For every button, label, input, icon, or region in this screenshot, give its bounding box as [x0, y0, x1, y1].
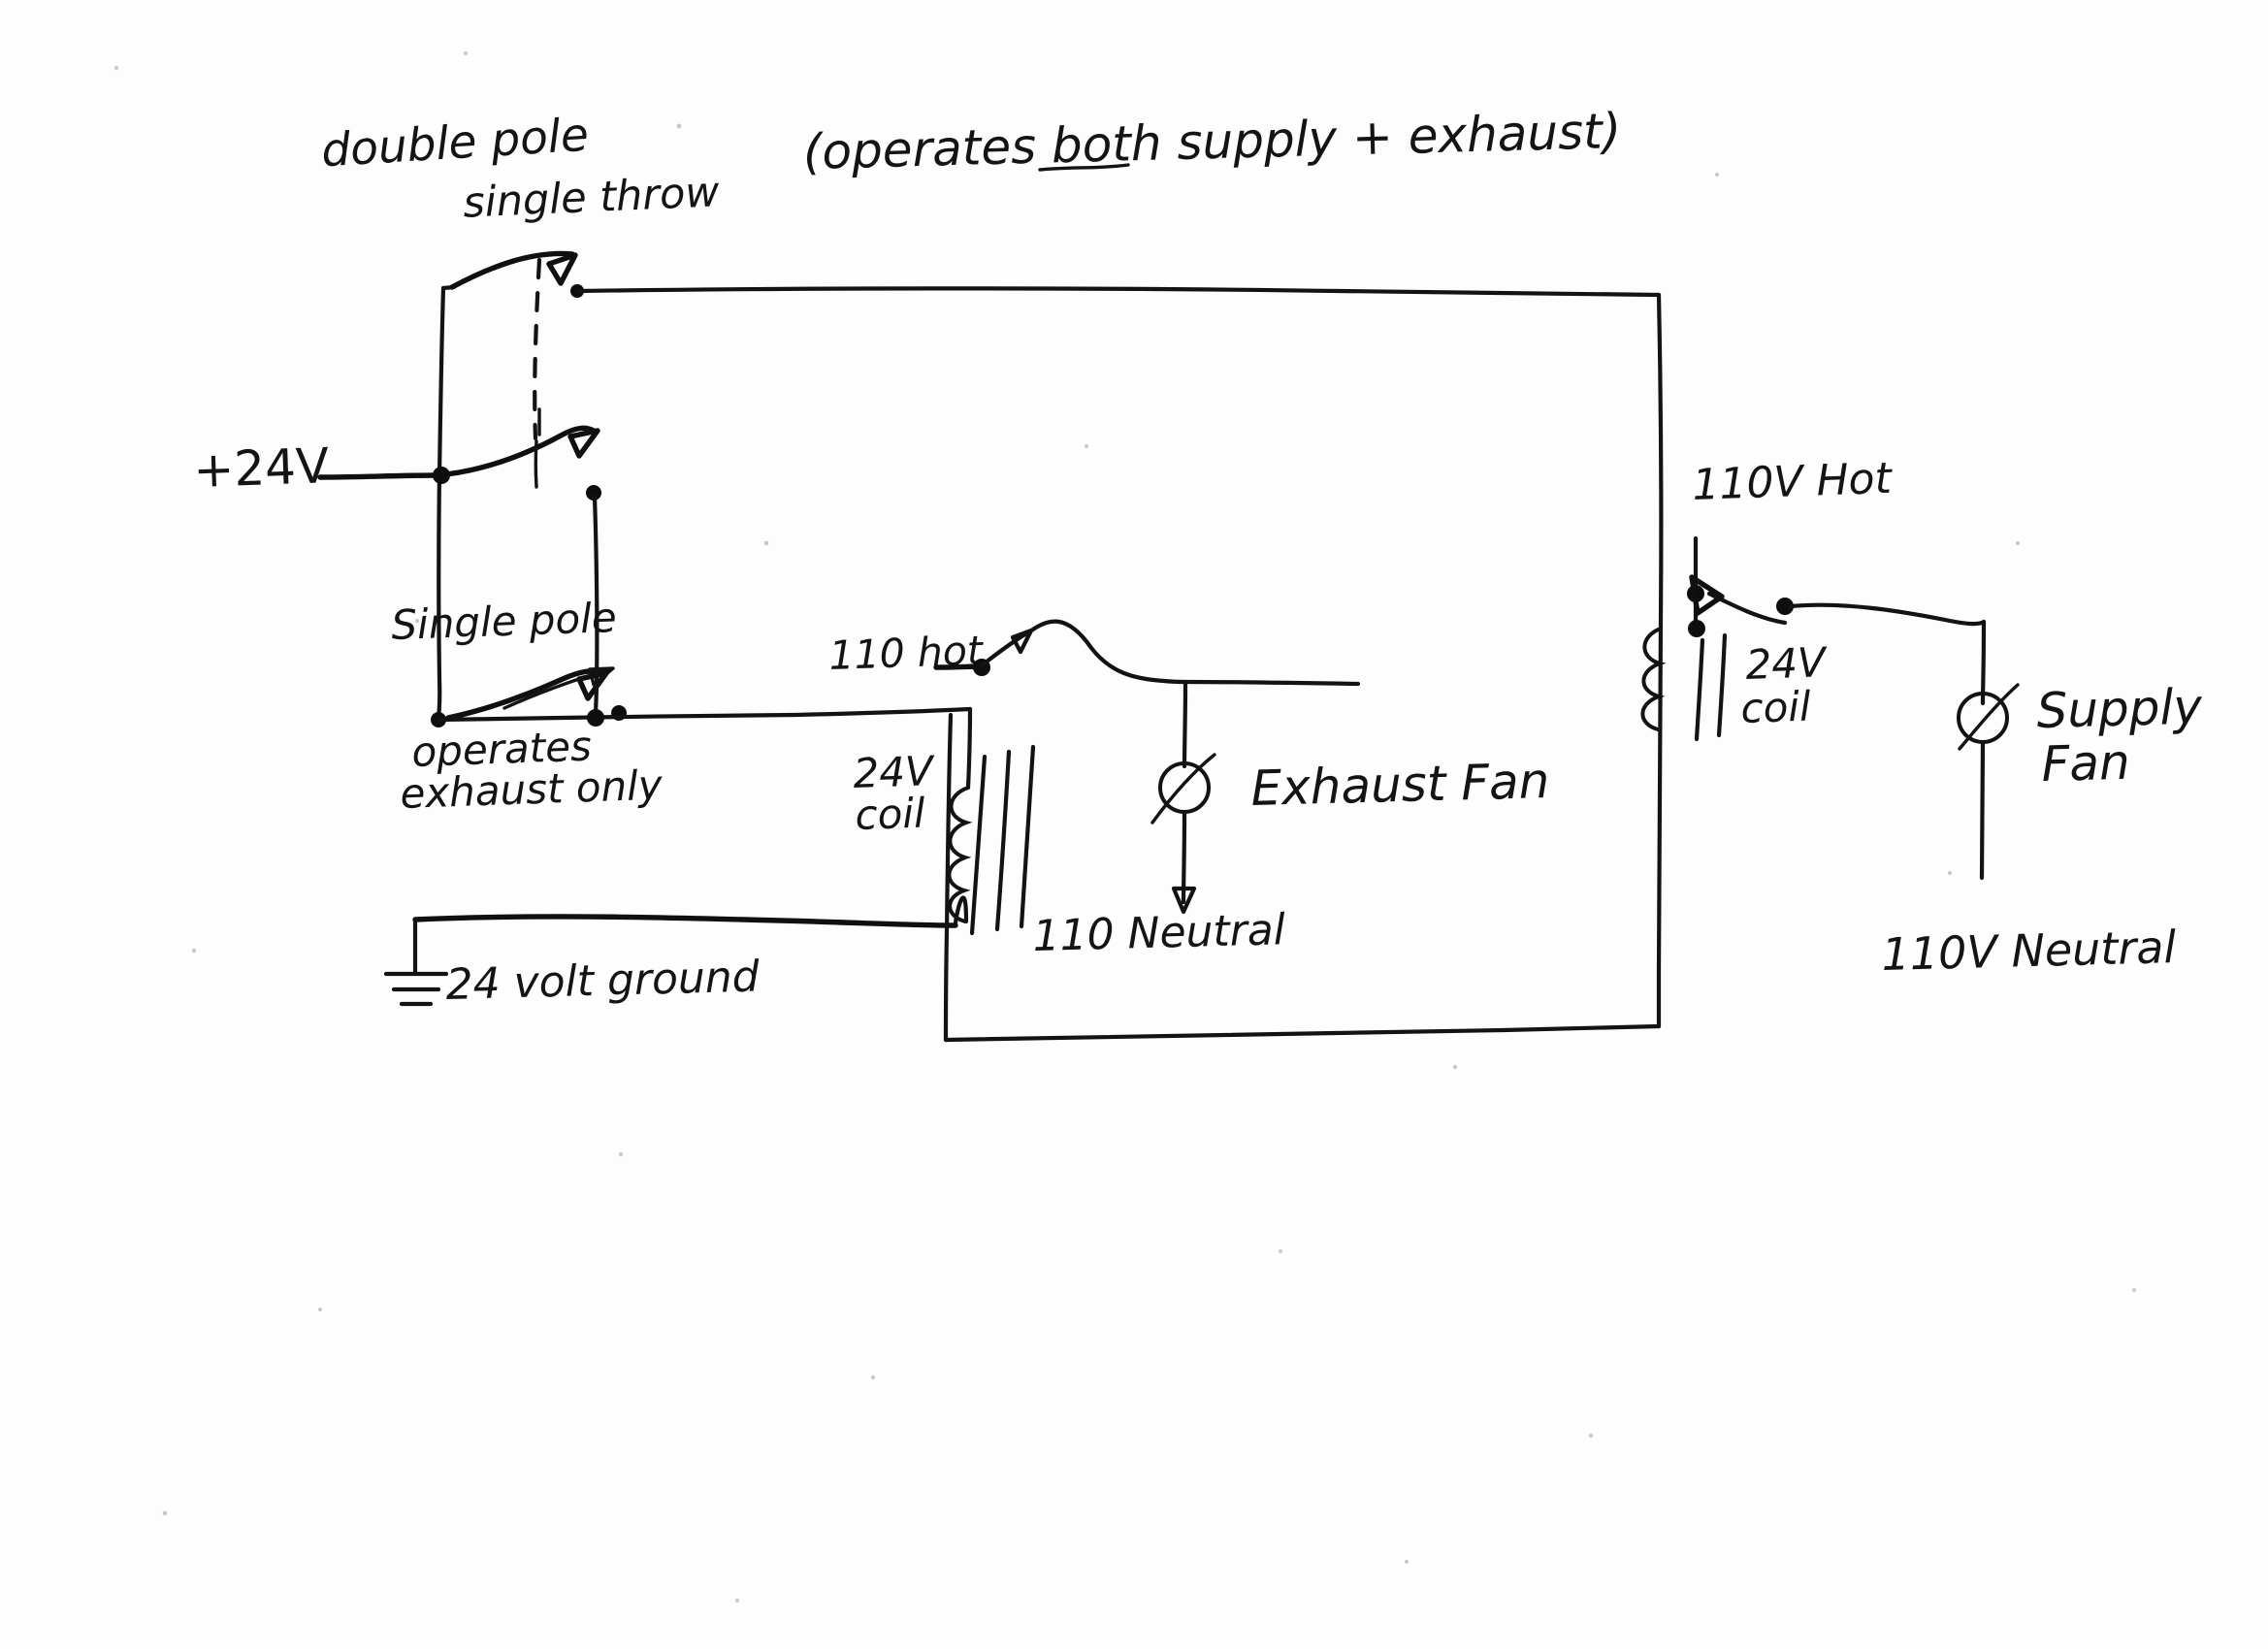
wire-contact-to-fan	[1023, 619, 1188, 685]
label-single-pole: Single pole	[391, 594, 618, 649]
wire-dpst-top-to-right-bus	[576, 286, 1662, 298]
wire-24v-to-switch	[317, 472, 441, 480]
supply-contact-terminal-bottom	[1688, 620, 1705, 637]
title-block: double pole single throw (operates both …	[320, 103, 1622, 228]
supply-fan-slash	[1958, 683, 2020, 751]
wire-box-top-right	[1183, 679, 1361, 687]
wire-dpst-lower-down	[592, 494, 599, 718]
label-24v-coil-left-line2: coil	[855, 789, 926, 838]
single-pole-callout-arrowhead	[588, 666, 615, 687]
single-pole-callout-arrow	[502, 667, 611, 710]
dpst-blade-lower-arrowhead	[567, 428, 600, 459]
label-24v-coil-right-line1: 24V	[1745, 638, 1830, 689]
wire-ground-bus	[412, 914, 958, 928]
junction-coil-feed	[587, 709, 604, 727]
label-supply-fan-line2: Fan	[2041, 734, 2131, 792]
label-24v-supply: +24V	[192, 437, 330, 499]
coil-core-bar-3	[1019, 744, 1036, 929]
label-110v-neutral-right: 110V Neutral	[1881, 921, 2177, 981]
dpst-pivot-tick-lower	[534, 439, 538, 489]
wire-box-left	[943, 712, 954, 1043]
coil-winding-supply	[1640, 627, 1667, 731]
wire-coil-lead-bottom	[953, 895, 969, 926]
ground-return-24v: 24 volt ground	[383, 914, 958, 1010]
wire-right-vertical-bus	[1656, 292, 1664, 1029]
wire-supply-contact-to-fan	[1788, 602, 1987, 627]
label-110-hot-left: 110 hot	[828, 627, 986, 679]
coil-core-bar-2	[994, 749, 1012, 932]
dpst-left-bus	[436, 285, 446, 723]
title-parenthetical: (operates both supply + exhaust)	[802, 103, 1622, 180]
label-110v-hot-right: 110V Hot	[1692, 454, 1895, 510]
dpst-blade-upper-arrowhead	[546, 252, 578, 286]
both-underline	[1038, 163, 1130, 172]
coil-winding-exhaust	[947, 786, 973, 923]
wire-exhaust-fan-drop-bottom	[1181, 810, 1187, 905]
label-operates-line1: operates	[411, 723, 593, 776]
dpst-lower-left-terminal	[433, 467, 450, 484]
supply-coil-core-bar-1	[1694, 637, 1705, 742]
supply-blade-terminal	[1776, 598, 1794, 615]
title-line-single-throw: single throw	[462, 168, 721, 228]
label-24-volt-ground: 24 volt ground	[445, 953, 761, 1010]
coil-core-bar-1	[969, 754, 988, 936]
title-line-double-pole: double pole	[320, 109, 591, 178]
spst-switch[interactable]: Single pole operates exhaust only	[391, 594, 664, 818]
dpst-lower-right-terminal	[586, 485, 601, 501]
supply-contact-blade	[1706, 591, 1788, 626]
supply-relay: 110V Hot 24V coil	[1640, 454, 1987, 742]
scan-speckles	[113, 51, 2136, 1603]
dpst-blade-upper	[449, 250, 575, 290]
dpst-blade-lower	[443, 425, 597, 477]
label-24v-coil-right-line2: coil	[1740, 682, 1812, 731]
wire-exhaust-fan-drop-top	[1182, 679, 1188, 769]
supply-coil-core-bar-2	[1716, 632, 1728, 738]
wire-coil-top-run	[436, 706, 973, 723]
label-supply-fan-line1: Supply	[2036, 679, 2204, 739]
label-110-neutral-left: 110 Neutral	[1032, 905, 1286, 961]
supply-24v-feed: +24V	[192, 437, 441, 499]
wire-exhaust-fan-neutral-arrowhead	[1171, 886, 1197, 915]
label-operates-line2: exhaust only	[400, 761, 664, 818]
wire-supply-fan-drop-bottom	[1979, 740, 1986, 881]
exhaust-contact-arrowhead	[1010, 628, 1034, 655]
wire-box-bottom	[943, 1023, 1662, 1043]
exhaust-coil-feed	[436, 494, 973, 727]
wire-supply-fan-drop-top	[1980, 619, 1987, 706]
upper-110v-run	[576, 286, 1662, 298]
110v-loop-conductor	[943, 292, 1664, 1043]
exhaust-fan-motor: Exhaust Fan 110 Neutral	[1032, 679, 1550, 961]
exhaust-relay-coil: 24V coil	[853, 706, 1036, 936]
exhaust-relay-contact: 110 hot	[828, 619, 1188, 685]
wire-coil-lead-top	[965, 706, 973, 791]
exhaust-fan-slash	[1150, 753, 1216, 824]
label-24v-coil-left-line1: 24V	[853, 747, 937, 797]
supply-fan-motor: Supply Fan 110V Neutral	[1881, 619, 2204, 981]
supply-contact-arrowhead	[1689, 574, 1725, 616]
dpst-switch[interactable]	[433, 250, 601, 723]
label-exhaust-fan: Exhaust Fan	[1250, 753, 1550, 817]
